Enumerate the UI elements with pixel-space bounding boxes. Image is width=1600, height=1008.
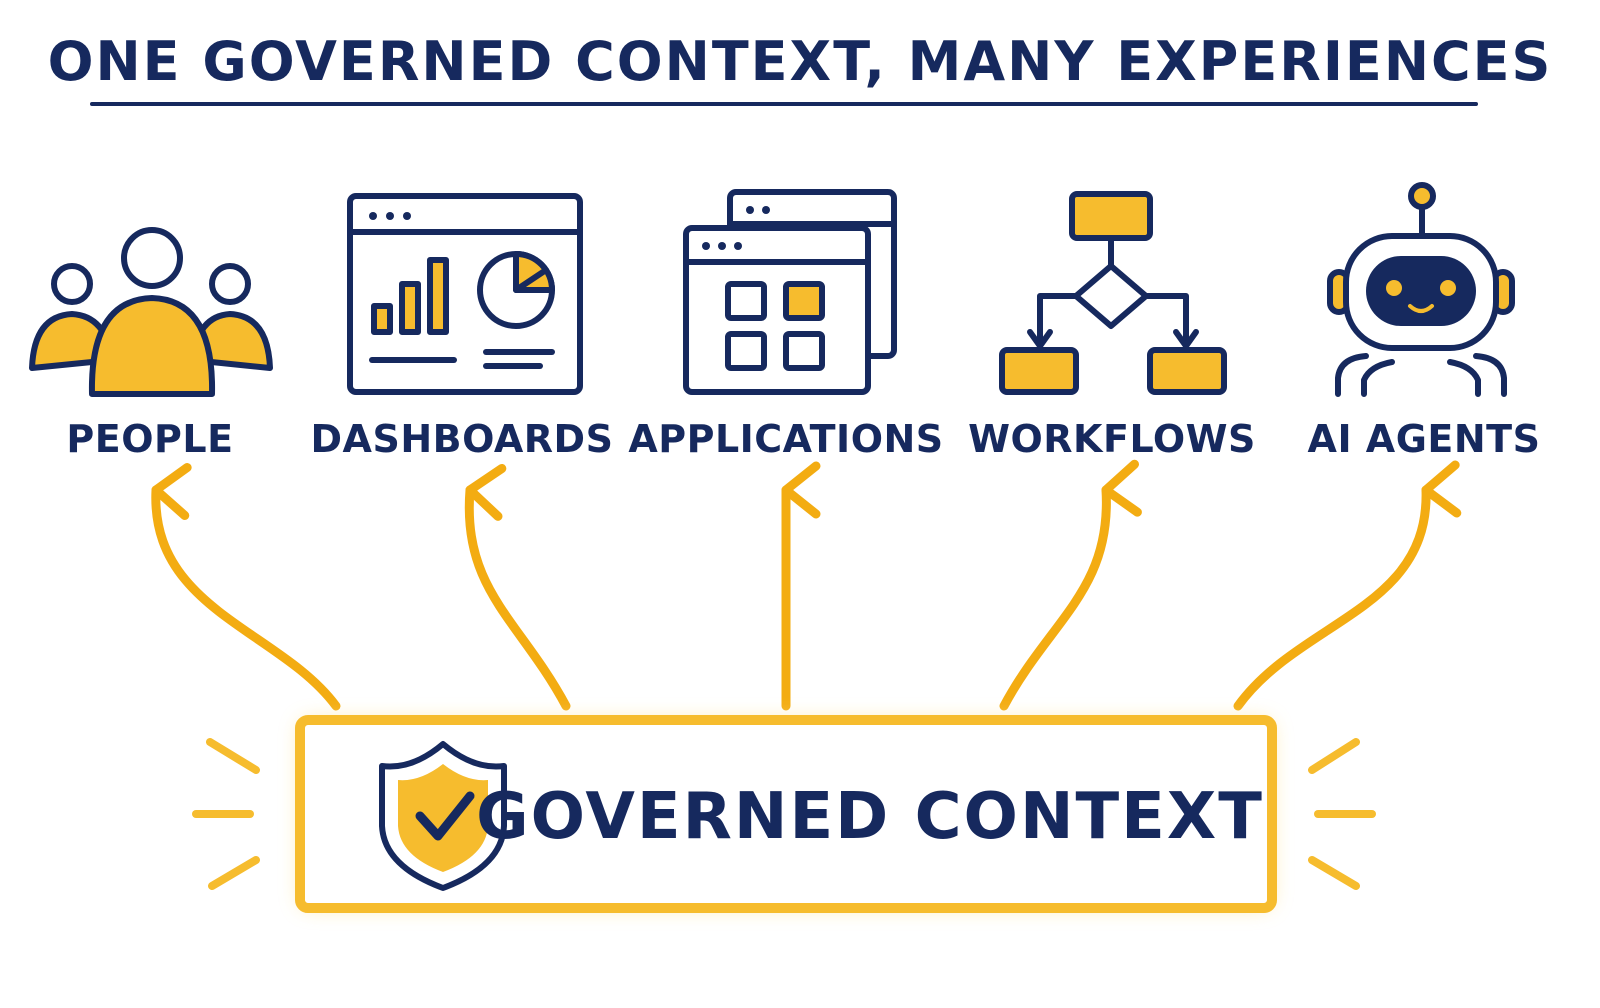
arrow-to-dashboards: [464, 463, 571, 711]
governed-context-label: GOVERNED CONTEXT: [476, 780, 1264, 854]
arrow-to-ai-agents: [1233, 460, 1462, 711]
robot-icon: [1327, 182, 1515, 397]
label-people: PEOPLE: [66, 417, 233, 461]
arrow-to-workflows: [999, 459, 1142, 711]
arrow-to-people: [151, 462, 341, 711]
sparkle-lines-right: [1308, 738, 1376, 890]
shield-check-icon: [379, 741, 507, 891]
governed-context-box: [295, 715, 1277, 913]
label-ai-agents: AI AGENTS: [1308, 417, 1541, 461]
label-workflows: WORKFLOWS: [968, 417, 1256, 461]
diagram-title: ONE GOVERNED CONTEXT, MANY EXPERIENCES: [48, 30, 1553, 93]
workflow-icon: [999, 191, 1227, 395]
sparkle-lines-left: [192, 738, 260, 890]
label-dashboards: DASHBOARDS: [311, 417, 614, 461]
dashboard-icon: [347, 193, 583, 395]
applications-icon: [683, 189, 897, 395]
people-icon: [29, 227, 273, 397]
label-applications: APPLICATIONS: [628, 417, 943, 461]
